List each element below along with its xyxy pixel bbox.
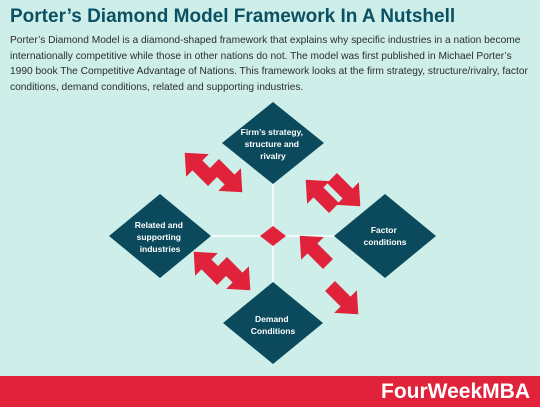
- node-related-industries: [109, 194, 211, 278]
- page-title: Porter’s Diamond Model Framework In A Nu…: [10, 6, 456, 27]
- label-related-line-3: industries: [140, 244, 181, 254]
- label-demand-line-2: Conditions: [251, 326, 296, 336]
- arrow-lower-right-out: [318, 274, 370, 326]
- label-firm-strategy-line-1: Firm’s strategy,: [241, 127, 303, 137]
- node-demand-conditions: [223, 282, 323, 364]
- label-factor-line-1: Factor: [371, 225, 398, 235]
- label-related-industries: Related and supporting industries: [135, 220, 186, 254]
- node-firm-strategy: [222, 102, 324, 184]
- label-factor-conditions: Factor conditions: [364, 225, 407, 247]
- label-firm-strategy-line-3: rivalry: [260, 151, 286, 161]
- diamond-diagram: Firm’s strategy, structure and rivalry R…: [109, 102, 436, 364]
- description-text: Porter’s Diamond Model is a diamond-shap…: [10, 35, 528, 93]
- label-demand-line-1: Demand: [255, 314, 289, 324]
- center-diamond: [260, 226, 286, 246]
- arrow-lower-right-in: [288, 224, 340, 276]
- label-factor-line-2: conditions: [364, 237, 407, 247]
- brand-logo: FourWeekMBA: [381, 380, 530, 403]
- label-related-line-2: supporting: [137, 232, 181, 242]
- label-related-line-1: Related and: [135, 220, 183, 230]
- footer-bar: FourWeekMBA: [0, 376, 540, 407]
- label-firm-strategy-line-2: structure and: [245, 139, 299, 149]
- label-demand-conditions: Demand Conditions: [251, 314, 296, 336]
- label-firm-strategy: Firm’s strategy, structure and rivalry: [241, 127, 306, 161]
- node-factor-conditions: [334, 194, 436, 278]
